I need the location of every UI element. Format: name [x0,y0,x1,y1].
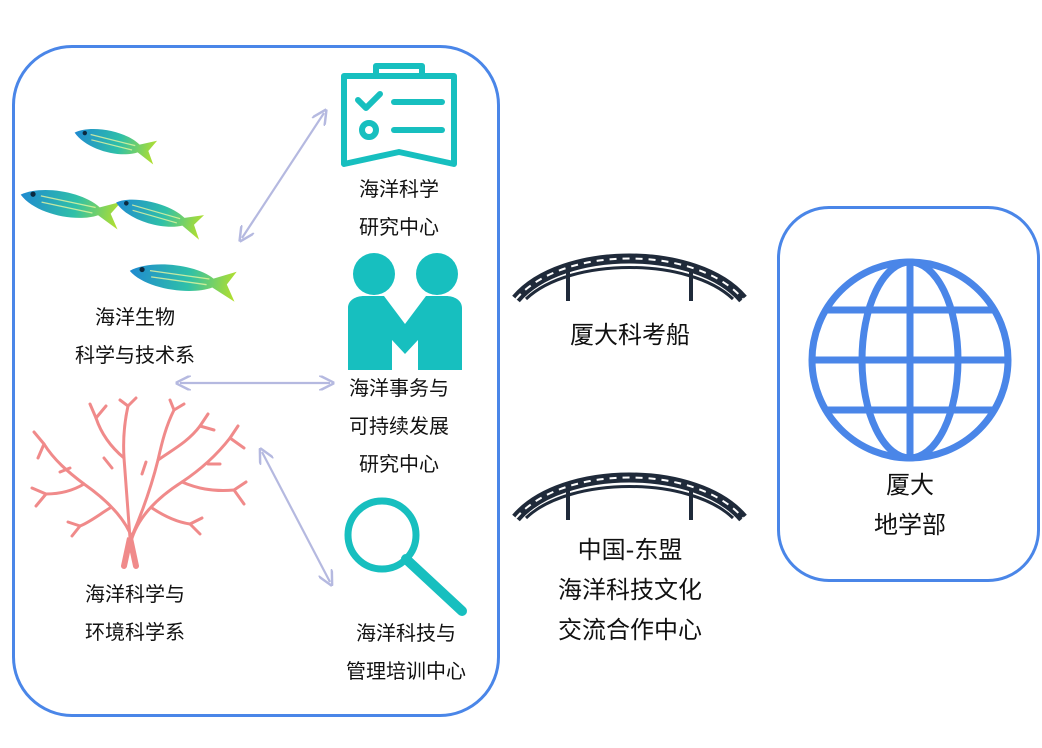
marine-env-label: 海洋科学与 环境科学系 [85,582,185,644]
left-group-box [12,45,500,717]
right-group-box [777,206,1040,582]
fish-icon [20,129,237,302]
clipboard-checklist-icon [341,63,457,167]
bridge-icon [512,472,747,522]
arrow-env-training [262,452,330,582]
magnifier-icon [344,497,467,616]
ship-label: 厦大科考船 [570,321,690,349]
training-center-label: 海洋科技与 管理培训中心 [346,621,466,683]
research-center-label: 海洋科学 研究中心 [359,177,439,239]
earth-dept-label: 厦大 地学部 [874,471,946,539]
arrow-biology-research [242,113,324,238]
bridge-icon [512,253,747,303]
globe-icon [808,258,1012,462]
coral-icon [30,396,248,569]
people-icon [348,253,462,370]
marine-biology-label: 海洋生物 科学与技术系 [75,305,195,367]
asean-center-label: 中国-东盟 海洋科技文化 交流合作中心 [558,536,702,644]
affairs-center-label: 海洋事务与 可持续发展 研究中心 [349,376,449,476]
